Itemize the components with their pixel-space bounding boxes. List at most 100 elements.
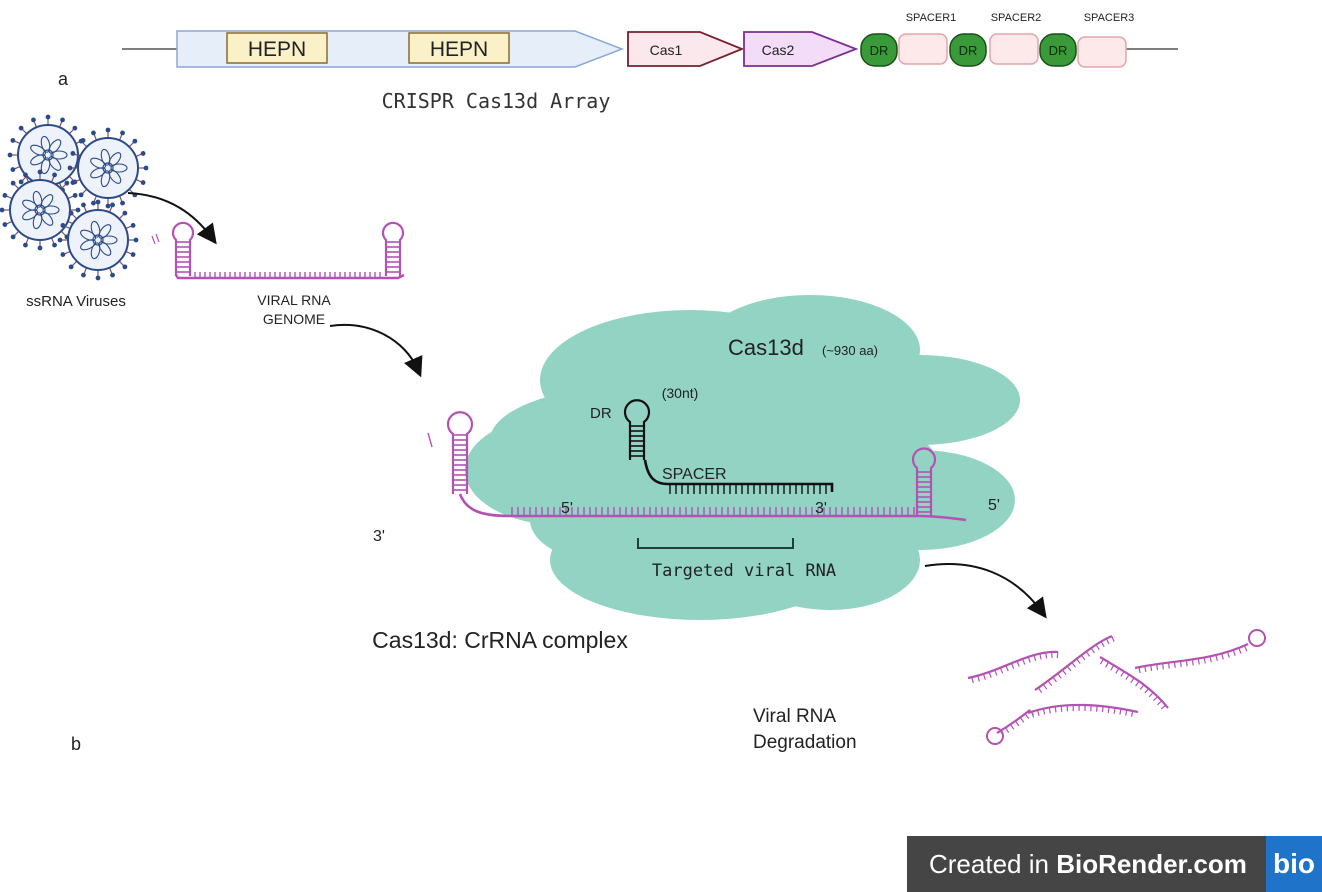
- fragment-tick: [1139, 684, 1145, 690]
- spacer-3-box: [1077, 36, 1127, 68]
- fragment-tick: [1107, 706, 1110, 713]
- virus-spike-tip: [133, 237, 139, 243]
- fragment-tick: [999, 667, 1004, 674]
- virus-genome-coil: [100, 170, 111, 188]
- virus-spike-tip: [52, 172, 57, 178]
- virus-spike-tip: [10, 234, 16, 240]
- dr-length-label: (30nt): [662, 385, 699, 401]
- fragment-tick: [1054, 706, 1057, 713]
- virus-genome-coil: [90, 220, 101, 238]
- fragment-tick: [977, 675, 980, 682]
- fragment-tick: [1085, 651, 1091, 657]
- virus-spike-tip: [143, 165, 149, 171]
- badge-brand: BioRender.com: [1056, 848, 1247, 879]
- virus-spike-tip: [18, 125, 24, 131]
- fragment-tick: [1052, 676, 1057, 683]
- fragment-tick: [1125, 709, 1128, 716]
- virus-spike-tip: [105, 203, 111, 209]
- fragment-loop: [986, 727, 1004, 745]
- spacer-2-box: [989, 33, 1039, 65]
- fragment-tick: [1080, 654, 1086, 661]
- array-title: CRISPR Cas13d Array: [382, 89, 611, 113]
- virus-genome-coil: [100, 148, 111, 166]
- virus-core: [92, 234, 104, 246]
- spacer-2-label: SPACER2: [991, 12, 1042, 24]
- fragment-tick: [1197, 658, 1200, 665]
- virus-spike-tip: [110, 202, 115, 208]
- virus-genome-coil: [90, 167, 107, 179]
- dr-label-2: DR: [959, 43, 978, 58]
- virus-genome-coil: [32, 190, 43, 208]
- fragment-strand: [1099, 656, 1169, 709]
- dr-repeat-3: [1039, 33, 1077, 67]
- fragment-strand: [1034, 634, 1113, 691]
- fragment-tick: [1105, 661, 1110, 668]
- virus-spike-tip: [31, 117, 36, 123]
- virus-genome-coil: [40, 211, 54, 226]
- degradation-arrow: [924, 563, 1047, 619]
- fragment-tick: [1019, 717, 1025, 723]
- rna-fragment-mark: [151, 233, 160, 245]
- blob-lobe: [740, 510, 920, 610]
- target-3prime-label: 3': [373, 528, 385, 545]
- virus-spike-tip: [120, 130, 125, 136]
- crrna-5prime-label: 5': [561, 500, 573, 517]
- dr-label-1: DR: [870, 43, 889, 58]
- virus-spike-tip: [23, 172, 28, 178]
- virus-core: [34, 204, 46, 216]
- fragment-tick: [1203, 657, 1206, 664]
- virus-genome-coil: [80, 229, 97, 241]
- fragment-tick: [1162, 663, 1164, 670]
- virus-genome-coil: [22, 209, 39, 221]
- spacer-1-box: [898, 33, 948, 65]
- virus-genome-coil: [42, 205, 60, 215]
- virus-genome-coil: [48, 139, 62, 154]
- virus-spike-tip: [95, 275, 101, 281]
- virus-genome-coil: [110, 163, 128, 173]
- virus-spike-tip: [95, 199, 101, 205]
- virus-spike-tip: [2, 222, 8, 227]
- hairpin-loop: [623, 399, 651, 460]
- fragment-tick: [1061, 669, 1067, 675]
- fragment-tick: [1029, 709, 1035, 716]
- fragment-tick: [1130, 677, 1135, 684]
- fragment-tick: [1036, 709, 1040, 717]
- fragment-tick: [1105, 638, 1110, 645]
- fragment-tick: [1179, 661, 1182, 668]
- fragment-tick: [1120, 671, 1125, 677]
- fragment-tick: [1160, 704, 1167, 710]
- fragment-tick: [1130, 710, 1134, 717]
- virus-capsid: [9, 179, 71, 241]
- panel-label-a: a: [58, 69, 69, 89]
- fragment-tick: [1191, 659, 1194, 666]
- virus-spike-tip: [0, 207, 5, 213]
- dr-label-3: DR: [1049, 43, 1068, 58]
- virus-spike-tip: [78, 138, 84, 144]
- fragment-strand: [996, 709, 1031, 734]
- virus-spike-tip: [57, 237, 63, 243]
- cas13d-size-label: (~930 aa): [822, 343, 878, 358]
- virus-spike-tip: [45, 114, 51, 120]
- virus-spike-tip: [120, 200, 125, 206]
- fragment-tick: [1004, 727, 1010, 734]
- virus-genome-coil: [32, 212, 43, 230]
- ssrna-virus-cluster: [0, 114, 149, 281]
- fragment-tick: [1100, 641, 1105, 648]
- fragment-tick: [1039, 653, 1042, 660]
- fragment-tick: [988, 671, 992, 678]
- virus-spike-tip: [122, 264, 128, 270]
- fragment-strand: [967, 650, 1059, 680]
- hepn-domain-2: [408, 32, 510, 64]
- fragment-tick: [1037, 687, 1043, 694]
- fragment-tick: [1111, 635, 1115, 642]
- fragment-tick: [1125, 674, 1130, 680]
- virus-label: ssRNA Viruses: [26, 293, 126, 310]
- hairpin-loop: [381, 221, 405, 276]
- fragment-tick: [1024, 713, 1030, 719]
- target-backbone: [458, 493, 967, 522]
- virus-spike-tip: [75, 207, 81, 213]
- fragment-tick: [1215, 654, 1218, 662]
- fragment-tick: [1027, 656, 1031, 663]
- fragment-tick: [1156, 700, 1163, 706]
- fragment-tick: [1113, 707, 1116, 714]
